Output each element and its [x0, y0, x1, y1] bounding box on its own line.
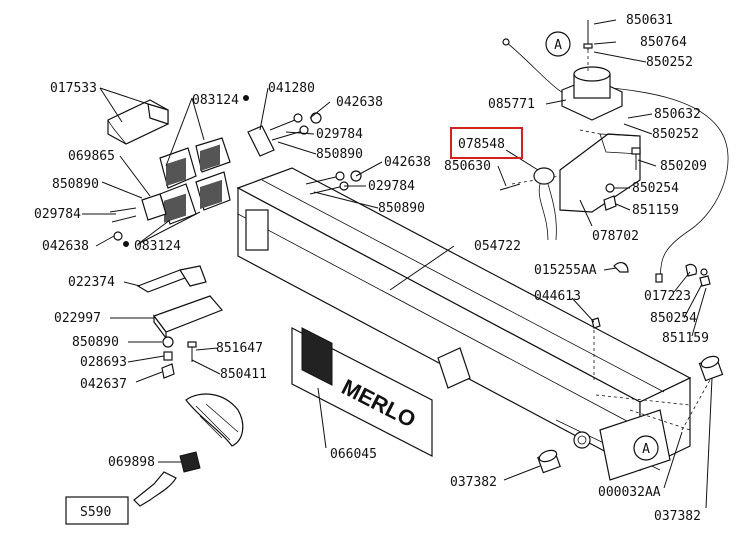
label-850411: 850411: [220, 367, 267, 382]
label-078548: 078548: [458, 137, 505, 152]
label-041280: 041280: [268, 81, 315, 96]
marker-a-bottom-label: A: [642, 442, 650, 457]
s590-box: [65, 496, 129, 525]
label-850254-b: 850254: [650, 311, 697, 326]
label-054722: 054722: [474, 239, 521, 254]
label-037382-left: 037382: [450, 475, 497, 490]
label-850252-a: 850252: [646, 55, 693, 70]
label-042637: 042637: [80, 377, 127, 392]
s590-label: S590: [80, 505, 111, 520]
label-044613: 044613: [534, 289, 581, 304]
highlight-box: [450, 127, 523, 159]
label-083124-top: 083124: [192, 93, 239, 108]
label-851159-a: 851159: [632, 203, 679, 218]
label-042638-c: 042638: [384, 155, 431, 170]
label-029784-c: 029784: [368, 179, 415, 194]
bushing-right: [698, 355, 724, 382]
label-850764: 850764: [640, 35, 687, 50]
marker-a-top: A: [545, 31, 571, 57]
marker-a-top-label: A: [554, 38, 562, 53]
label-850254-a: 850254: [632, 181, 679, 196]
label-850632: 850632: [654, 107, 701, 122]
left-parts: [107, 95, 362, 507]
leader-lines: [82, 19, 713, 509]
boom-beam: [236, 167, 692, 481]
label-850890-c: 850890: [378, 201, 425, 216]
label-083124-bottom: 083124: [134, 239, 181, 254]
label-850890-d: 850890: [72, 335, 119, 350]
label-851159-b: 851159: [662, 331, 709, 346]
label-017533: 017533: [50, 81, 97, 96]
label-850209: 850209: [660, 159, 707, 174]
marker-a-bottom: A: [633, 435, 659, 461]
label-851647: 851647: [216, 341, 263, 356]
label-850890-a: 850890: [316, 147, 363, 162]
label-066045: 066045: [330, 447, 377, 462]
label-042638-b: 042638: [42, 239, 89, 254]
right-top-parts: [499, 20, 729, 474]
label-015255AA: 015255AA: [534, 263, 597, 278]
label-000032AA: 000032AA: [598, 485, 661, 500]
label-029784-a: 029784: [316, 127, 363, 142]
bushing-left: [537, 449, 561, 474]
label-017223: 017223: [644, 289, 691, 304]
label-069865: 069865: [68, 149, 115, 164]
label-022374: 022374: [68, 275, 115, 290]
part-labels: 017533 083124 041280 042638 029784 85089…: [34, 13, 709, 524]
label-037382-right: 037382: [654, 509, 701, 524]
label-085771: 085771: [488, 97, 535, 112]
label-029784-b: 029784: [34, 207, 81, 222]
label-042638-a: 042638: [336, 95, 383, 110]
label-069898: 069898: [108, 455, 155, 470]
label-028693: 028693: [80, 355, 127, 370]
label-850890-b: 850890: [52, 177, 99, 192]
label-850631: 850631: [626, 13, 673, 28]
label-078702: 078702: [592, 229, 639, 244]
label-022997: 022997: [54, 311, 101, 326]
label-850252-b: 850252: [652, 127, 699, 142]
label-850630: 850630: [444, 159, 491, 174]
